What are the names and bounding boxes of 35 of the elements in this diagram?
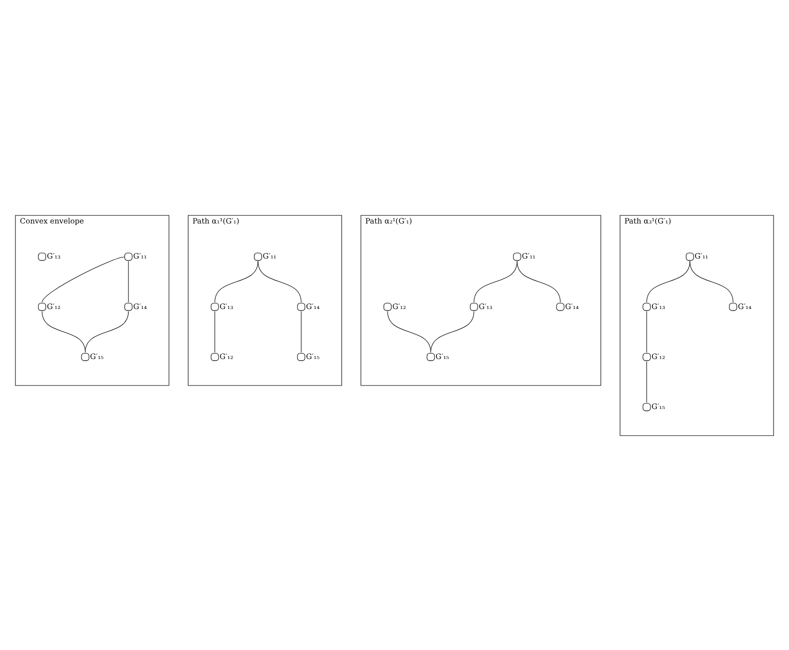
connector [387, 310, 432, 352]
node-circle [254, 252, 262, 260]
node-circle [556, 302, 564, 310]
connector [646, 310, 647, 352]
connector [42, 256, 124, 302]
node-circle [470, 302, 478, 310]
node-circle [297, 352, 306, 360]
connector [646, 360, 647, 402]
connector [300, 310, 302, 352]
node-circle [297, 302, 306, 310]
node-circle [384, 302, 392, 310]
node-circle [210, 302, 219, 310]
node-circle [210, 352, 219, 360]
node-circle [124, 302, 132, 310]
node-circle [642, 352, 651, 360]
connector [516, 260, 561, 302]
node-circle [38, 252, 46, 260]
connector [258, 260, 302, 302]
connector [214, 260, 258, 302]
node-circle [124, 252, 132, 260]
connector [690, 260, 734, 302]
node-circle [513, 252, 522, 260]
node-circle [426, 352, 435, 360]
node-circle [686, 252, 694, 260]
connector [430, 310, 474, 352]
connector [42, 310, 86, 352]
connector [214, 310, 216, 352]
node-circle [729, 302, 738, 310]
connector [474, 260, 518, 302]
node-circle [642, 302, 651, 310]
node-circle [642, 402, 651, 411]
node-circle [81, 352, 90, 360]
connector [128, 260, 129, 302]
node-circle [38, 302, 46, 310]
connector [84, 310, 129, 352]
